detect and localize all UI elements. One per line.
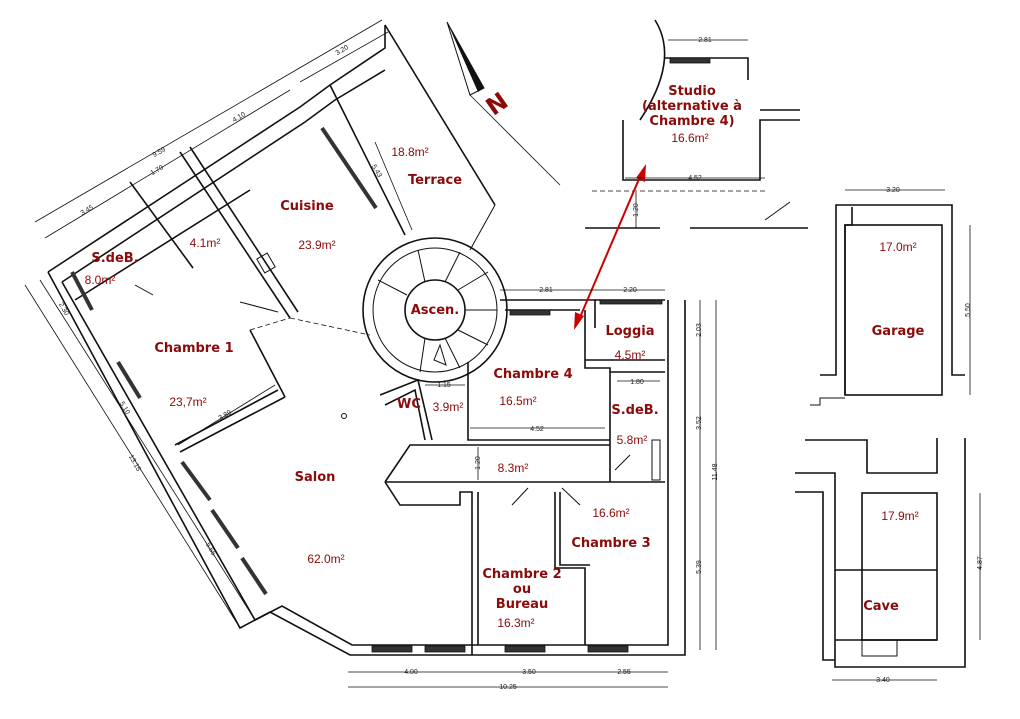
room-chambre1-area: 23,7m² [169,395,206,409]
dim-label: 4.52 [530,426,544,433]
room-sdb2-area: 5.8m² [617,433,648,447]
room-sdb1-name: S.deB. [91,251,138,266]
dim-label: 4.00 [404,669,418,676]
room-chambre1-name: Chambre 1 [154,341,233,356]
room-salon-area: 62.0m² [307,552,344,566]
cave-plan [795,438,966,668]
dim-label: 2.20 [623,287,637,294]
room-studio-line2: (alternative à [642,99,742,114]
room-studio-area: 16.6m² [671,131,708,145]
garage-plan [810,204,965,406]
dim-label: 5.50 [965,303,972,317]
room-couloir-area: 8.3m² [498,461,529,475]
north-label: N [481,87,514,121]
room-chambre3-area: 16.6m² [592,506,629,520]
room-wc-small-area: 4.1m² [190,236,221,250]
dim-label: 3.45 [80,204,95,217]
dim-label: 1.80 [630,379,644,386]
room-terrace-name: Terrace [408,173,462,188]
dim-label: 2.81 [539,287,553,294]
dim-label: 5.39 [696,560,703,574]
room-chambre2-area: 16.3m² [497,616,534,630]
room-wc-area: 3.9m² [433,400,464,414]
dim-label: 5.55 [204,542,217,557]
dim-label: 2.03 [696,323,703,337]
room-salon-name: Salon [295,470,336,485]
room-loggia-area: 4.5m² [615,348,646,362]
small-circle-marker [341,413,347,419]
dim-label: 5.10 [118,401,131,416]
room-garage-name: Garage [872,324,925,339]
dim-label: 1.70 [150,164,165,177]
dim-label: 3.20 [886,187,900,194]
dim-label: 3.89 [218,409,233,422]
room-studio-line3: Chambre 4) [649,114,734,129]
room-chambre2-line1: Chambre 2 [482,567,561,582]
alternative-arrow [574,164,646,330]
dimension-lines [24,19,981,688]
room-chambre2-line2: ou [513,582,531,597]
spiral-staircase [362,237,508,383]
dim-label: 9.59 [152,146,167,159]
dim-label: 5.43 [370,164,383,179]
room-loggia-name: Loggia [605,324,654,339]
dim-label: 3.40 [876,677,890,684]
dim-label: 1.20 [475,456,482,470]
room-ascenseur-name: Ascen. [411,303,460,318]
dim-label: 13.15 [127,454,142,473]
room-chambre4-area: 16.5m² [499,394,536,408]
dim-label: 4.10 [232,111,247,124]
room-garage-area: 17.0m² [879,240,916,254]
room-chambre3-name: Chambre 3 [571,536,650,551]
main-apartment-walls [47,24,686,656]
room-chambre4-name: Chambre 4 [493,367,572,382]
dim-label: 2.55 [617,669,631,676]
dim-label: 3.50 [522,669,536,676]
room-studio-line1: Studio [668,84,716,99]
dim-label: 11.48 [712,463,719,480]
room-terrace-area: 18.8m² [391,145,428,159]
dim-label: 1.15 [437,382,451,389]
studio-plan [585,19,808,229]
room-cave-name: Cave [863,599,899,614]
dim-label: 1.20 [633,203,640,217]
dim-label: 4.52 [688,175,702,182]
room-labels: S.deB. 8.0m² 4.1m² Cuisine 23.9m² 18.8m²… [85,84,925,630]
room-sdb2-name: S.deB. [611,403,658,418]
room-sdb1-area: 8.0m² [85,273,116,287]
room-wc-name: WC [397,397,421,412]
room-cuisine-area: 23.9m² [298,238,335,252]
dim-label: 3.52 [696,416,703,430]
room-cuisine-name: Cuisine [280,199,334,214]
dim-label: 4.87 [977,556,984,570]
north-arrow-icon [446,21,561,186]
room-cave-area: 17.9m² [881,509,918,523]
room-chambre2-line3: Bureau [496,597,548,612]
dim-label: 2.81 [698,37,712,44]
dim-label: 10.25 [499,684,517,691]
